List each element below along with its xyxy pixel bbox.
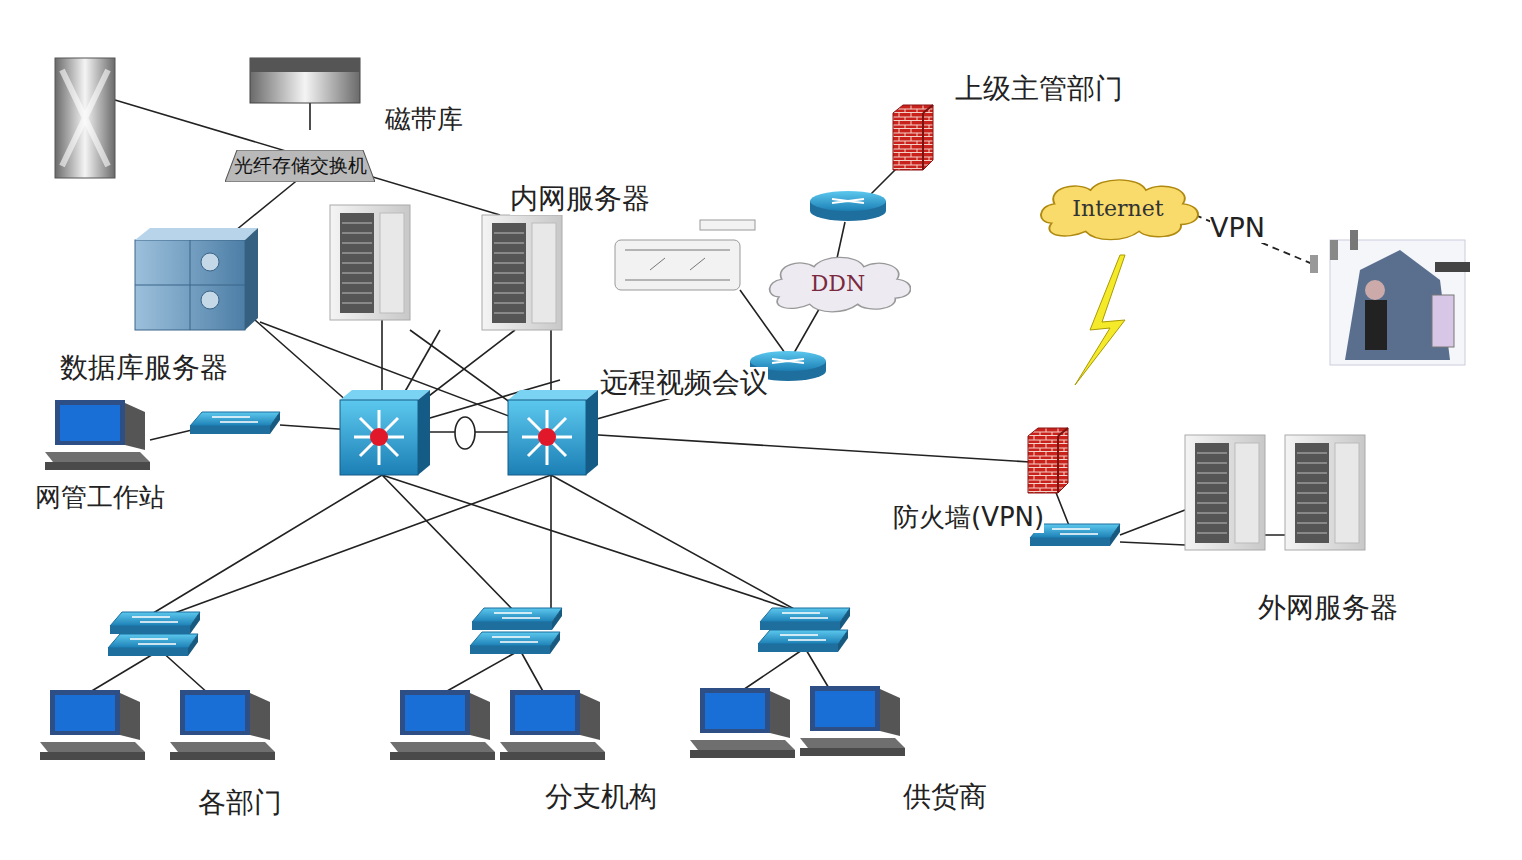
outline <box>1041 180 1198 240</box>
storage-switch: 光纤存储交换机 <box>225 150 375 182</box>
outline <box>225 150 375 182</box>
device-label: 供货商 <box>903 781 987 813</box>
node-text: Internet <box>1072 196 1163 221</box>
outline <box>769 257 910 311</box>
device-label: 远程视频会议 <box>600 367 768 399</box>
device-label: 各部门 <box>198 787 282 819</box>
device-label: 外网服务器 <box>1258 592 1398 624</box>
device-label: 上级主管部门 <box>955 73 1123 105</box>
node-text: 光纤存储交换机 <box>234 153 367 179</box>
device-label: 数据库服务器 <box>60 352 228 384</box>
device-label: 内网服务器 <box>510 183 650 215</box>
device-label: VPN <box>1210 212 1265 243</box>
network-cloud: DDN <box>766 253 911 313</box>
device-label: 防火墙(VPN) <box>893 503 1044 533</box>
device-label: 分支机构 <box>545 781 657 813</box>
node-text: DDN <box>811 271 866 296</box>
network-cloud: Internet <box>1037 175 1198 241</box>
device-label: 磁带库 <box>385 105 463 135</box>
device-label: 网管工作站 <box>35 483 165 513</box>
